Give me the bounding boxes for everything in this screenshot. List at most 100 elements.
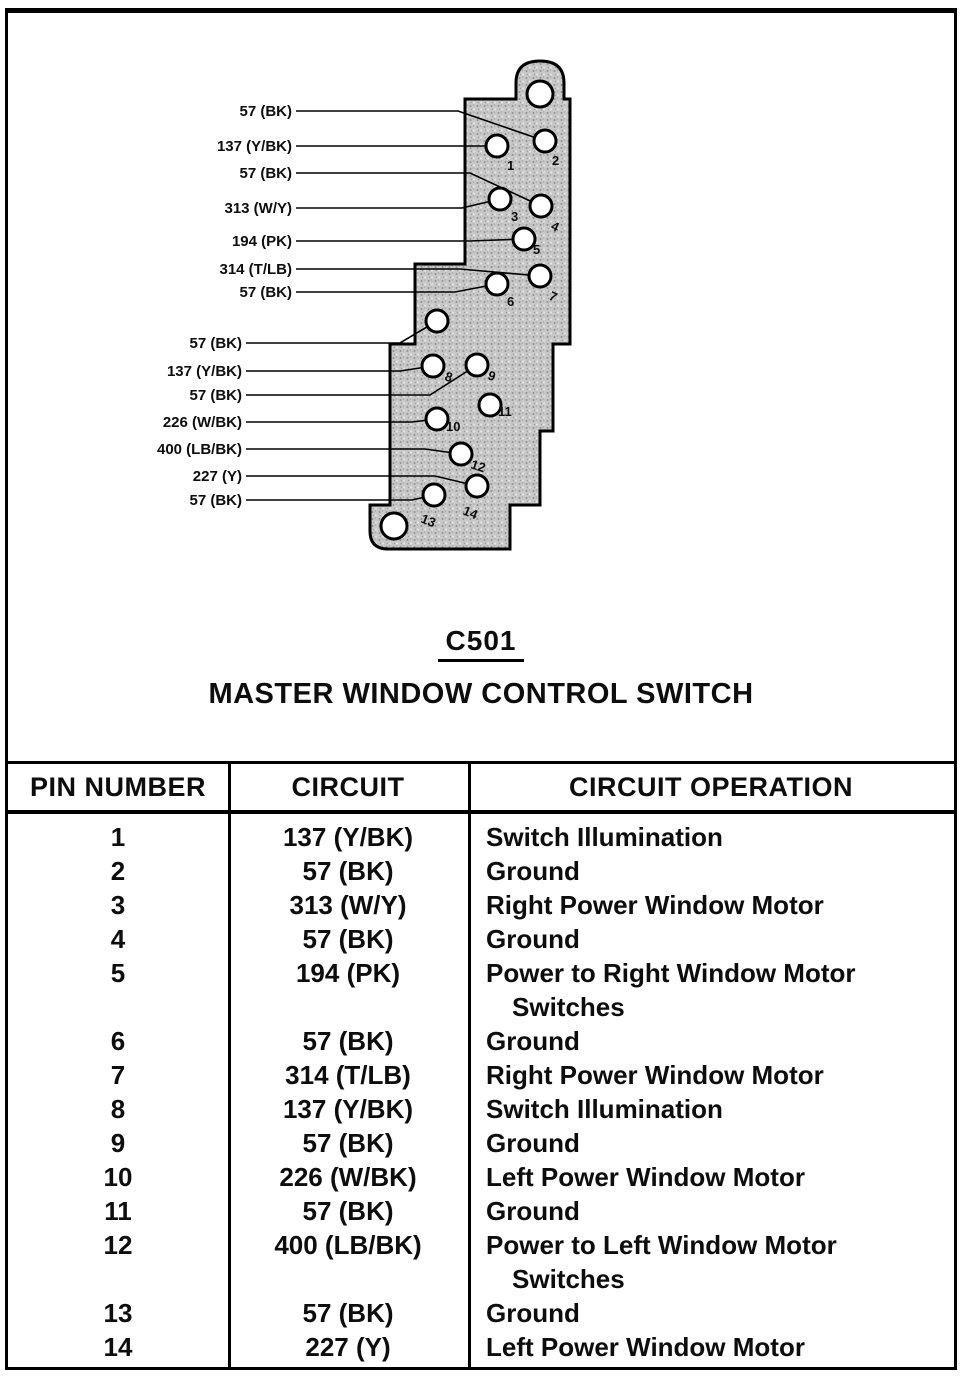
circuit-operation-line: Left Power Window Motor (486, 1332, 805, 1362)
circuit-operation-line: Switches (512, 1264, 625, 1294)
connector-pin (532, 128, 558, 154)
pin-number: 13 (419, 511, 438, 530)
wire-label: 194 (PK) (232, 233, 292, 250)
pin-number: 14 (461, 503, 481, 523)
pin-number-cell: 5 (110, 958, 126, 988)
page-frame: 57 (BK) 137 (Y/BK) 57 (BK) 313 (W/Y) 194… (5, 8, 957, 1370)
connector-pin (484, 133, 510, 159)
pin-number: 5 (533, 242, 540, 257)
circuit-operation-line: Ground (486, 1196, 580, 1226)
wire-label: 226 (W/BK) (163, 414, 242, 431)
wire-label: 400 (LB/BK) (157, 441, 242, 458)
circuit-cell: 313 (W/Y) (289, 890, 407, 920)
circuit-operation-cell: Right Power Window Motor (468, 1058, 954, 1092)
pin-number: 8 (443, 369, 455, 386)
circuit-operation-line: Ground (486, 924, 580, 954)
circuit-cell: 226 (W/BK) (279, 1162, 417, 1192)
connector-title: MASTER WINDOW CONTROL SWITCH (208, 678, 754, 710)
wire-label: 313 (W/Y) (224, 200, 292, 217)
circuit-operation-cell: Ground (468, 1194, 954, 1228)
wire-label: 57 (BK) (189, 492, 242, 509)
pin-number: 10 (446, 419, 460, 434)
table-row: 11 57 (BK) Ground (8, 1194, 954, 1228)
circuit-operation-line: Switches (512, 992, 625, 1022)
connector-pin (527, 263, 553, 289)
leader-line (246, 320, 438, 344)
connector-pin (477, 392, 503, 418)
table-row: 7 314 (T/LB) Right Power Window Motor (8, 1058, 954, 1092)
leader-line (296, 172, 542, 207)
pin-number-cell: 13 (103, 1298, 133, 1328)
circuit-cell: 137 (Y/BK) (282, 1094, 414, 1124)
header-cell-circuit-operation: CIRCUIT OPERATION (569, 771, 853, 802)
table-row: 10 226 (W/BK) Left Power Window Motor (8, 1160, 954, 1194)
circuit-operation-line: Ground (486, 856, 580, 886)
pin-number-cell: 4 (110, 924, 126, 954)
leader-line (246, 364, 478, 396)
pin-number-cell: 7 (110, 1060, 126, 1090)
table-header-row: PIN NUMBER CIRCUIT CIRCUIT OPERATION (8, 764, 954, 814)
pin-number: 2 (552, 153, 559, 168)
circuit-operation-cell: Ground (468, 1126, 954, 1160)
connector-pin (421, 482, 447, 508)
pin-number-cell: 1 (110, 822, 126, 852)
circuit-operation-line: Power to Right Window Motor (486, 958, 856, 988)
connector-pin (464, 352, 490, 378)
circuit-operation-line: Power to Left Window Motor (486, 1230, 837, 1260)
pin-number-cell: 10 (103, 1162, 133, 1192)
pin-number-cell: 14 (103, 1332, 133, 1362)
pin-numbers: 1 2 3 4 5 6 7 8 9 10 11 12 13 14 (419, 153, 562, 530)
table-row: 1 137 (Y/BK) Switch Illumination (8, 820, 954, 854)
connector-diagram: 57 (BK) 137 (Y/BK) 57 (BK) 313 (W/Y) 194… (157, 59, 572, 551)
connector-pin (424, 308, 450, 334)
circuit-operation-cell: Switch Illumination (468, 820, 954, 854)
connector-pin (511, 226, 537, 252)
connector-body (368, 59, 572, 551)
pin-number-cell: 11 (104, 1196, 132, 1226)
circuit-cell: 57 (BK) (302, 924, 394, 954)
circuit-operation-cell: Ground (468, 1024, 954, 1058)
circuit-cell: 314 (T/LB) (285, 1060, 411, 1090)
pin-number-cell: 3 (110, 890, 126, 920)
connector-pin (464, 473, 490, 499)
table-row: 3 313 (W/Y) Right Power Window Motor (8, 888, 954, 922)
connector-pin (424, 406, 450, 432)
connector-pins (420, 128, 558, 508)
connector-pin (487, 186, 513, 212)
wire-labels: 57 (BK) 137 (Y/BK) 57 (BK) 313 (W/Y) 194… (157, 103, 292, 509)
pin-number-cell: 2 (110, 856, 126, 886)
wire-label: 314 (T/LB) (219, 261, 292, 278)
connector-diagram-section: 57 (BK) 137 (Y/BK) 57 (BK) 313 (W/Y) 194… (8, 13, 954, 761)
circuit-operation-cell: Ground (468, 1296, 954, 1330)
circuit-cell: 194 (PK) (295, 958, 401, 988)
circuit-operation-line: Right Power Window Motor (486, 1060, 824, 1090)
circuit-cell: 137 (Y/BK) (282, 822, 414, 852)
table-column-divider (468, 764, 471, 1367)
circuit-operation-cell: Left Power Window Motor (468, 1160, 954, 1194)
leader-line (246, 475, 478, 487)
pin-number-cell: 6 (110, 1026, 126, 1056)
connector-pin (528, 193, 554, 219)
circuit-operation-cell: Right Power Window Motor (468, 888, 954, 922)
pin-number: 3 (511, 209, 518, 224)
wire-label: 57 (BK) (189, 387, 242, 404)
wire-label: 57 (BK) (239, 284, 292, 301)
circuit-operation-line: Ground (486, 1298, 580, 1328)
leader-line (296, 238, 525, 242)
circuit-cell: 400 (LB/BK) (274, 1230, 422, 1260)
circuit-operation-line: Left Power Window Motor (486, 1162, 805, 1192)
pin-number: 9 (486, 368, 498, 385)
circuit-cell: 57 (BK) (302, 1298, 394, 1328)
connector-pin (420, 353, 446, 379)
circuit-cell: 57 (BK) (302, 1196, 394, 1226)
table-row: 13 57 (BK) Ground (8, 1296, 954, 1330)
pin-number: 12 (469, 457, 487, 476)
circuit-operation-line: Ground (486, 1128, 580, 1158)
connector-caption: C501 (8, 625, 954, 662)
circuit-operation-cell: Left Power Window Motor (468, 1330, 954, 1364)
mounting-hole-top (525, 79, 555, 109)
